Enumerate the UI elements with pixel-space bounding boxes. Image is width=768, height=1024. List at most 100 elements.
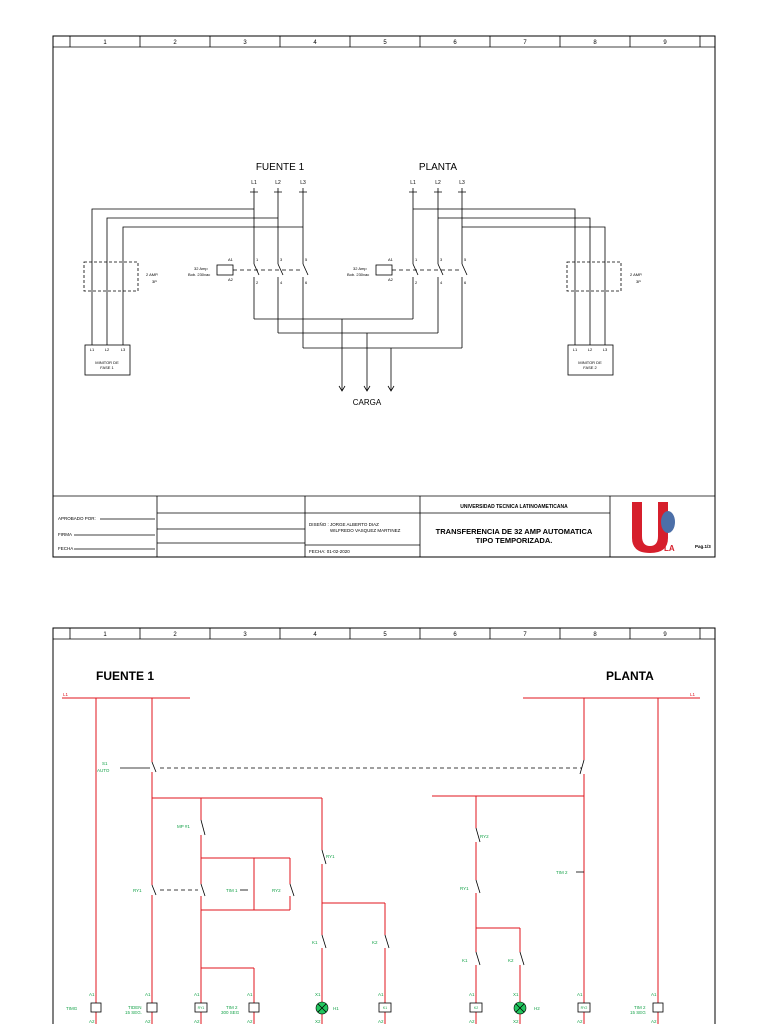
column-4-label: 4 (313, 40, 317, 46)
s2-column-8-label: 8 (593, 632, 597, 638)
contactor-1-coil (216, 264, 234, 276)
a1-term-5: A1 (378, 992, 384, 997)
a1-term-7: A1 (577, 992, 583, 997)
switch-auto-label: AUTO (97, 768, 110, 773)
pilot-lamp-h2 (513, 1001, 527, 1015)
timg-label: TIMG (66, 1006, 78, 1011)
k2-right-contact-label: K2 (508, 958, 514, 963)
right-monitor-amp: 2 AMP. (630, 272, 642, 277)
phase-monitor-1 (84, 344, 131, 376)
mp1-label: MP #1 (177, 824, 190, 829)
sheet-1-frame (52, 35, 716, 558)
designer-name: DISEÑO : JORGE ALBERTO DIAZ (309, 521, 379, 527)
s2-planta-title: PLANTA (606, 669, 654, 683)
monitor-1-name-b: FASE 1 (100, 365, 114, 370)
k1-contact-label: K1 (312, 940, 318, 945)
column-8-label: 8 (593, 40, 597, 46)
coil-k1-name: K1 (383, 1006, 387, 1010)
a2-term-2: A2 (145, 1019, 151, 1024)
s2-column-6-label: 6 (453, 632, 457, 638)
x1-term-2: X1 (513, 992, 519, 997)
coil-k2-name: K2 (474, 1006, 478, 1010)
right-monitor-poles: 3P (636, 279, 641, 284)
x2-term-1: X2 (315, 1019, 321, 1024)
phase-monitor-2 (567, 344, 614, 376)
terminal-5b: 5 (464, 257, 467, 262)
a1-term-8: A1 (651, 992, 657, 997)
control-coils (90, 1002, 664, 1013)
sheet-2-frame (52, 627, 716, 1024)
monitor-1-name-a: MINITOR DE (95, 360, 119, 365)
designer-name-2: WILFREDO VASQUEZ MARTINEZ (330, 528, 401, 533)
coil-1-a1: A1 (228, 257, 234, 262)
planta-l3-label: L3 (459, 180, 465, 186)
monitor-1-l1: L1 (90, 347, 95, 352)
svg-text:LA: LA (664, 544, 675, 553)
column-1-label: 1 (103, 40, 107, 46)
signature-label: FIRMA (58, 532, 72, 537)
contactor-2-coil (375, 264, 393, 276)
drawing-title-line-1: TRANSFERENCIA DE 32 AMP AUTOMATICA (436, 527, 593, 536)
page-number: Pag.1/3 (695, 544, 711, 549)
sheet-1-power-diagram: 1 2 3 4 5 6 7 8 9 FUENTE 1 PLANTA L1 L2 … (52, 35, 716, 558)
planta-l1-label: L1 (410, 180, 416, 186)
sheet-2-column-ruler: 1 2 3 4 5 6 7 8 9 (53, 628, 715, 640)
coil-1-amp: 32 Amp (194, 266, 208, 271)
s2-column-9-label: 9 (663, 632, 667, 638)
s2-column-1-label: 1 (103, 632, 107, 638)
tim2-right-coil-time: 15 SEG (630, 1010, 646, 1015)
tim1-label: TIM 1 (226, 888, 238, 893)
monitor-1-l3: L3 (121, 347, 126, 352)
terminal-3: 3 (280, 257, 283, 262)
a2-term-1: A2 (89, 1019, 95, 1024)
date-field-label: FECHA (58, 546, 73, 551)
s2-l1-right: L1 (690, 692, 696, 697)
s2-column-3-label: 3 (243, 632, 247, 638)
sheet-2-control-diagram: 1 2 3 4 5 6 7 8 9 FUENTE 1 PLANTA L1 L1 (52, 627, 716, 1024)
coil-2-bob: Bob. 230vac (347, 272, 369, 277)
fuente-l3-label: L3 (300, 180, 306, 186)
coil-2-a1: A1 (388, 257, 394, 262)
s2-column-7-label: 7 (523, 632, 527, 638)
coil-2-amp: 32 Amp (353, 266, 367, 271)
a2-term-3: A2 (194, 1019, 200, 1024)
terminal-6: 6 (305, 280, 308, 285)
column-7-label: 7 (523, 40, 527, 46)
monitor-2-l1: L1 (573, 347, 578, 352)
university-name: UNIVERSIDAD TECNICA LATINOAMETICANA (460, 504, 568, 510)
terminal-1b: 1 (415, 257, 418, 262)
x2-term-2: X2 (513, 1019, 519, 1024)
monitor-2-l2: L2 (588, 347, 593, 352)
power-wiring (83, 188, 622, 392)
utla-logo: LA (632, 502, 675, 553)
monitor-2-name-b: FASE 2 (583, 365, 597, 370)
planta-title: PLANTA (419, 162, 457, 173)
a2-term-5: A2 (378, 1019, 384, 1024)
a1-term-2: A1 (145, 992, 151, 997)
s2-fuente-title: FUENTE 1 (96, 669, 154, 683)
terminal-1: 1 (256, 257, 259, 262)
s2-l1-left: L1 (63, 692, 69, 697)
ry2-mid-label: RY2 (272, 888, 281, 893)
tim2-contact-label: TIM 2 (556, 870, 568, 875)
column-2-label: 2 (173, 40, 177, 46)
a2-term-8: A2 (651, 1019, 657, 1024)
column-5-label: 5 (383, 40, 387, 46)
sheet-1-column-ruler: 1 2 3 4 5 6 7 8 9 (53, 36, 715, 48)
tiden-time-label: 15 SEG. (125, 1010, 142, 1015)
ry1-left-label: RY1 (133, 888, 142, 893)
a1-term-6: A1 (469, 992, 475, 997)
control-wiring (62, 697, 700, 1024)
terminal-6b: 6 (464, 280, 467, 285)
a1-term-1: A1 (89, 992, 95, 997)
monitor-2-l3: L3 (603, 347, 608, 352)
fuente-l2-label: L2 (275, 180, 281, 186)
pilot-lamp-h1 (315, 1001, 329, 1015)
a1-term-3: A1 (194, 992, 200, 997)
h2-label: H2 (534, 1006, 540, 1011)
column-9-label: 9 (663, 40, 667, 46)
column-6-label: 6 (453, 40, 457, 46)
fuente-l1-label: L1 (251, 180, 257, 186)
design-date: FECHA: 01-02-2020 (309, 549, 350, 554)
